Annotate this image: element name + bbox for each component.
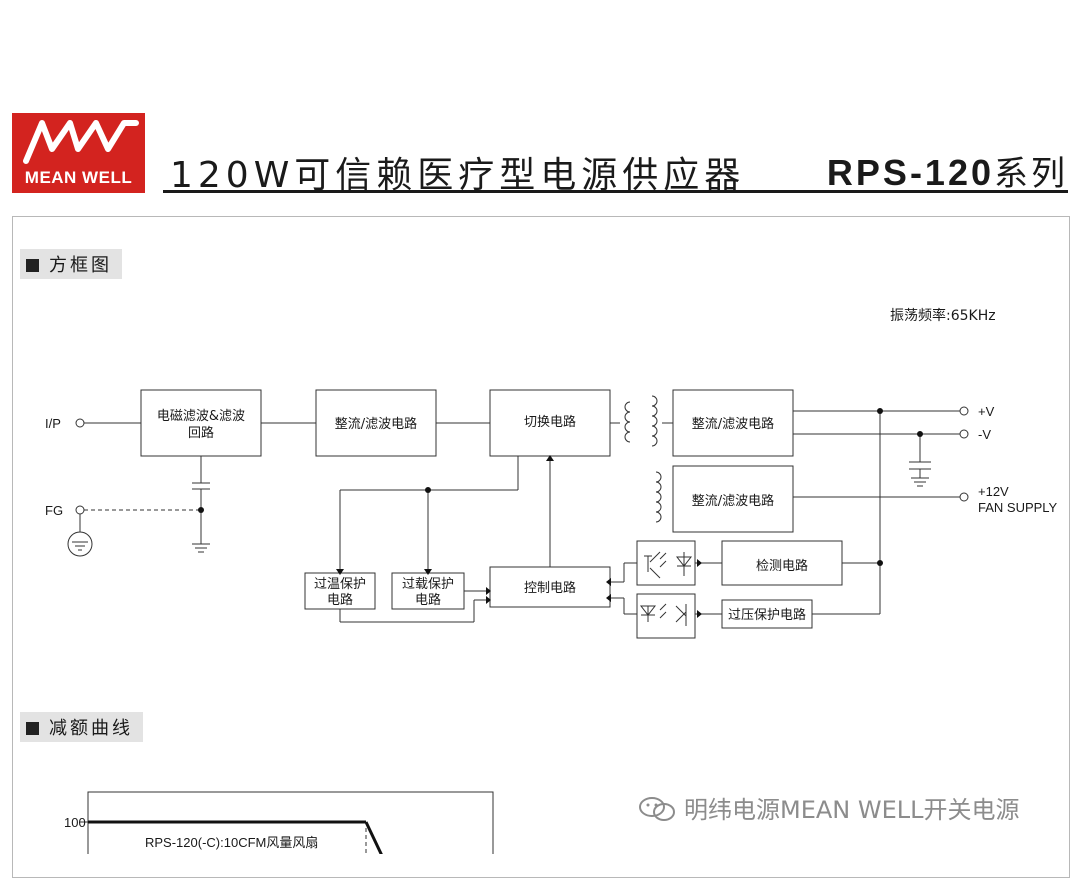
rectifier-fan-block [672,465,794,533]
watermark: 明纬电源MEAN WELL开关电源 [638,790,1020,825]
vminus-label: -V [978,427,991,442]
section-bullet-icon [26,722,39,735]
vminus-terminal [959,429,969,439]
arrow-head [486,587,491,595]
olp-label-1: 过载保护 [402,577,454,592]
emi-filter-label-1: 电磁滤波&滤波 [157,409,245,424]
wechat-icon [639,797,675,821]
arrow-head [697,610,702,618]
oscillation-frequency: 振荡频率:65KHz [890,308,996,324]
derating-curve-slope [364,821,383,854]
fan-supply-label: FAN SUPPLY [978,500,1058,515]
derating-chart: 100 RPS-120(-C):10CFM风量风扇 [64,791,494,854]
arrow-head [606,578,611,586]
document-title: 120W可信赖医疗型电源供应器 [170,155,746,196]
ip-terminal [75,418,85,428]
otp-label-1: 过温保护 [314,577,366,592]
fan-voltage-label: +12V [978,484,1009,499]
section-block-diagram-label: 方框图 [49,255,112,276]
olp-label-2: 电路 [415,592,441,608]
control-label: 控制电路 [524,580,576,596]
fg-label: FG [45,503,63,518]
arrow-head [336,569,344,575]
mean-well-logo: MEAN WELL [12,113,145,193]
detection-label: 检测电路 [756,558,808,574]
rectifier-output-label: 整流/滤波电路 [692,416,774,432]
section-block-diagram: 方框图 [20,249,122,279]
arrow-head [546,455,554,461]
junction-dot [917,431,923,437]
junction-dot [425,487,431,493]
optocoupler-2 [636,593,696,639]
junction-dot [877,408,883,414]
arrow-head [697,559,702,567]
watermark-text: 明纬电源MEAN WELL开关电源 [684,796,1020,824]
block-diagram: 电磁滤波&滤波 回路 整流/滤波电路 切换电路 整流/滤波电路 整流/滤波电路 … [45,389,1058,854]
arrow-head [606,594,611,602]
rectifier-input-label: 整流/滤波电路 [335,416,417,432]
otp-label-2: 电路 [327,592,353,608]
fan-terminal [959,492,969,502]
ovp-label: 过压保护电路 [728,607,806,623]
junction-dot [198,507,204,513]
section-bullet-icon [26,259,39,272]
section-derating: 减额曲线 [20,712,143,742]
switching-label: 切换电路 [524,414,576,430]
junction-dot [877,560,883,566]
mw-logo-mark [23,120,139,164]
arrow-head [486,596,491,604]
ip-label: I/P [45,416,61,431]
emi-filter-label-2: 回路 [188,425,214,441]
rectifier-fan-label: 整流/滤波电路 [692,493,774,509]
series-suffix: 系列 [994,154,1068,194]
derating-chart-frame [87,791,494,854]
vplus-label: +V [978,404,995,419]
title-underline [163,190,1068,193]
derating-series-label: RPS-120(-C):10CFM风量风扇 [145,835,318,850]
series-model: RPS-120 [826,152,994,193]
logo-wordmark: MEAN WELL [24,168,133,187]
series-name: RPS-120系列 [827,146,1068,195]
y-tick-100: 100 [64,815,86,830]
fg-terminal [75,505,85,515]
arrow-head [424,569,432,575]
section-derating-label: 减额曲线 [49,718,133,739]
vplus-terminal [959,406,969,416]
